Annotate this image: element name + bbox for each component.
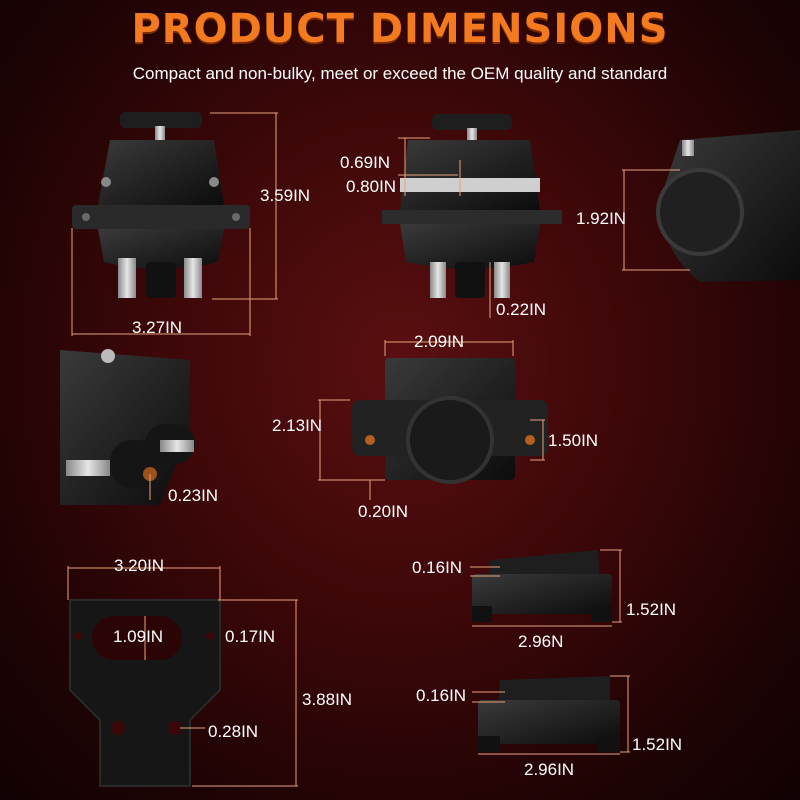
switch-angle-view (656, 130, 800, 282)
dimension-lines-top-mid (398, 137, 491, 318)
dim-base-b-lip: 0.16IN (416, 686, 467, 705)
dimension-lines-base-b (472, 675, 630, 755)
dim-top-left-width: 3.27IN (132, 318, 183, 337)
dim-base-b-height: 1.52IN (632, 735, 683, 754)
dim-base-b-width: 2.96IN (524, 760, 575, 779)
page-title: PRODUCT DIMENSIONS (131, 6, 669, 52)
terminal-closeup (60, 349, 195, 505)
dim-base-a-height: 1.52IN (626, 600, 677, 619)
dim-top-mid-c: 0.22IN (496, 300, 547, 319)
dim-plate-hole-bottom: 0.28IN (208, 722, 259, 741)
dim-top-mid-b: 0.80IN (346, 177, 397, 196)
dim-plate-slot: 1.09IN (113, 627, 164, 646)
dim-top-left-height: 3.59IN (260, 186, 311, 205)
dim-mid-center-hole: 0.20IN (358, 502, 409, 521)
dim-plate-width: 3.20IN (114, 556, 165, 575)
switch-top-view (352, 358, 548, 484)
dim-mid-center-inner: 1.50IN (548, 431, 599, 450)
dim-plate-height: 3.88IN (302, 690, 353, 709)
dim-top-mid-a: 0.69IN (340, 153, 391, 172)
dimension-lines-top-right (622, 169, 690, 271)
mounting-plate (69, 599, 221, 787)
base-view-b (478, 676, 620, 752)
dimension-lines-mid-center (318, 340, 545, 500)
dim-top-right-height: 1.92IN (576, 209, 627, 228)
dimension-lines-plate (67, 566, 298, 787)
switch-front-view (72, 112, 250, 298)
dimension-lines-top-left (71, 112, 278, 336)
dim-post-diameter: 0.23IN (168, 486, 219, 505)
dim-base-a-width: 2.96N (518, 632, 564, 651)
dim-mid-center-height: 2.13IN (272, 416, 323, 435)
dim-mid-center-width: 2.09IN (414, 332, 465, 351)
dimension-lines-base-a (470, 549, 622, 627)
dim-plate-hole-top: 0.17IN (225, 627, 276, 646)
switch-side-view (382, 114, 562, 298)
base-view-a (472, 550, 612, 622)
dim-base-a-lip: 0.16IN (412, 558, 463, 577)
page-subtitle: Compact and non-bulky, meet or exceed th… (132, 64, 668, 83)
